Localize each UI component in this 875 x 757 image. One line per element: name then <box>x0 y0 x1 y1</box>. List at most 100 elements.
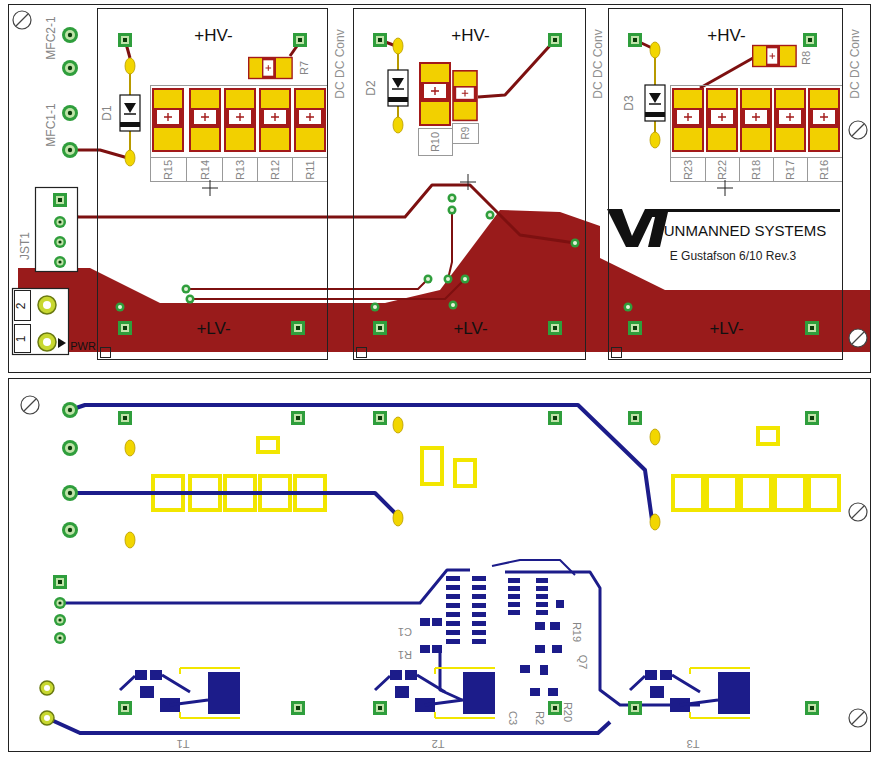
lead-pad <box>650 42 660 58</box>
component-designator: R9 <box>460 127 471 140</box>
square-pad <box>293 33 307 47</box>
square-pad <box>628 33 642 47</box>
author-revision-note: E Gustafson 6/10 Rev.3 <box>670 250 797 263</box>
pad-outline <box>741 476 771 510</box>
top-trace <box>700 58 753 88</box>
terminal-block <box>13 289 69 355</box>
component-designator: R12 <box>269 160 281 180</box>
transistor-footprint <box>120 668 240 718</box>
top-trace <box>478 40 555 97</box>
lead-pad <box>393 117 403 133</box>
component-designator: C3 <box>507 711 519 725</box>
via <box>571 239 580 248</box>
silk-outline <box>671 86 843 182</box>
voltage-side-label: +HV- <box>194 27 232 46</box>
smd-pad <box>432 618 442 626</box>
bottom-trace <box>492 560 575 575</box>
corner-tab <box>357 348 367 358</box>
ic-footprint <box>420 576 564 696</box>
ic-pad <box>446 585 460 590</box>
ic-pad <box>536 578 548 583</box>
terminal-drill <box>44 715 50 721</box>
pad-outline <box>758 428 778 444</box>
square-pad <box>805 321 819 335</box>
square-pad <box>548 701 562 715</box>
square-pad <box>118 701 132 715</box>
pin1-arrow <box>58 338 66 348</box>
square-pad <box>548 321 562 335</box>
smd-pad <box>520 665 530 673</box>
silk-outline <box>670 157 842 181</box>
ic-pad <box>446 630 460 635</box>
round-pad <box>62 522 78 538</box>
bottom-layer-panel <box>9 379 871 752</box>
terminal-drill <box>43 338 51 346</box>
round-pad <box>62 485 78 501</box>
component-designator: R18 <box>750 160 762 180</box>
smd-pad <box>432 645 442 653</box>
pin-number: 1 <box>15 336 28 343</box>
component-designator: R23 <box>682 160 694 180</box>
component-designator: R20 <box>562 702 574 722</box>
square-pad <box>628 321 642 335</box>
terminal-cell <box>15 291 31 321</box>
ic-pad <box>472 603 486 608</box>
smd-pad <box>420 645 430 653</box>
tantalum-capacitor-symbol <box>259 88 291 152</box>
diode-symbol <box>645 85 665 121</box>
silk-outline <box>453 124 479 144</box>
top-trace <box>290 46 297 56</box>
lead-pad <box>125 58 135 74</box>
tantalum-capacitor-symbol <box>808 88 840 152</box>
component-designator: D1 <box>101 105 114 120</box>
via <box>448 194 457 203</box>
mounting-hole <box>13 11 31 29</box>
tantalum-capacitor-symbol <box>774 88 806 152</box>
smd-pad <box>552 645 562 653</box>
component-designator: R16 <box>818 160 830 180</box>
ic-pad <box>446 603 460 608</box>
ic-pad <box>472 639 486 644</box>
ic-pad <box>536 602 548 607</box>
ic-pad <box>472 576 486 581</box>
component-designator: T2 <box>432 738 445 750</box>
terminal-cell <box>15 325 31 353</box>
corner-tab <box>612 348 622 358</box>
square-pad <box>291 411 305 425</box>
smd-pad <box>530 688 540 696</box>
smd-pad <box>535 645 545 653</box>
square-pad <box>628 411 642 425</box>
tantalum-capacitor-symbol <box>706 88 738 152</box>
silk-outline <box>419 129 453 156</box>
component-designator: R19 <box>571 622 583 642</box>
ic-pad <box>508 578 520 583</box>
top-trace <box>70 150 128 158</box>
tantalum-capacitor-symbol <box>294 88 326 152</box>
logo-t <box>646 209 840 247</box>
square-pad <box>628 701 642 715</box>
mounting-hole <box>21 396 39 414</box>
silk-outline <box>151 86 328 182</box>
transistor-footprint <box>375 668 495 718</box>
square-pad <box>373 33 387 47</box>
tantalum-capacitor-symbol <box>189 88 221 152</box>
lead-pad <box>650 132 660 148</box>
ic-pad <box>446 612 460 617</box>
square-pad <box>805 411 819 425</box>
round-pad <box>62 142 78 158</box>
via <box>371 303 380 312</box>
component-designator: R14 <box>199 160 211 180</box>
pad-outline <box>775 476 805 510</box>
ic-pad <box>508 594 520 599</box>
corner-tab <box>101 348 111 358</box>
via <box>182 285 191 294</box>
via <box>449 301 458 310</box>
bottom-trace <box>505 572 700 705</box>
connector-label: PWR <box>70 340 96 352</box>
tantalum-capacitor-symbol <box>672 88 704 152</box>
via <box>186 295 195 304</box>
square-pad <box>118 33 132 47</box>
ground-plane <box>18 210 870 352</box>
round-pad <box>62 440 78 456</box>
